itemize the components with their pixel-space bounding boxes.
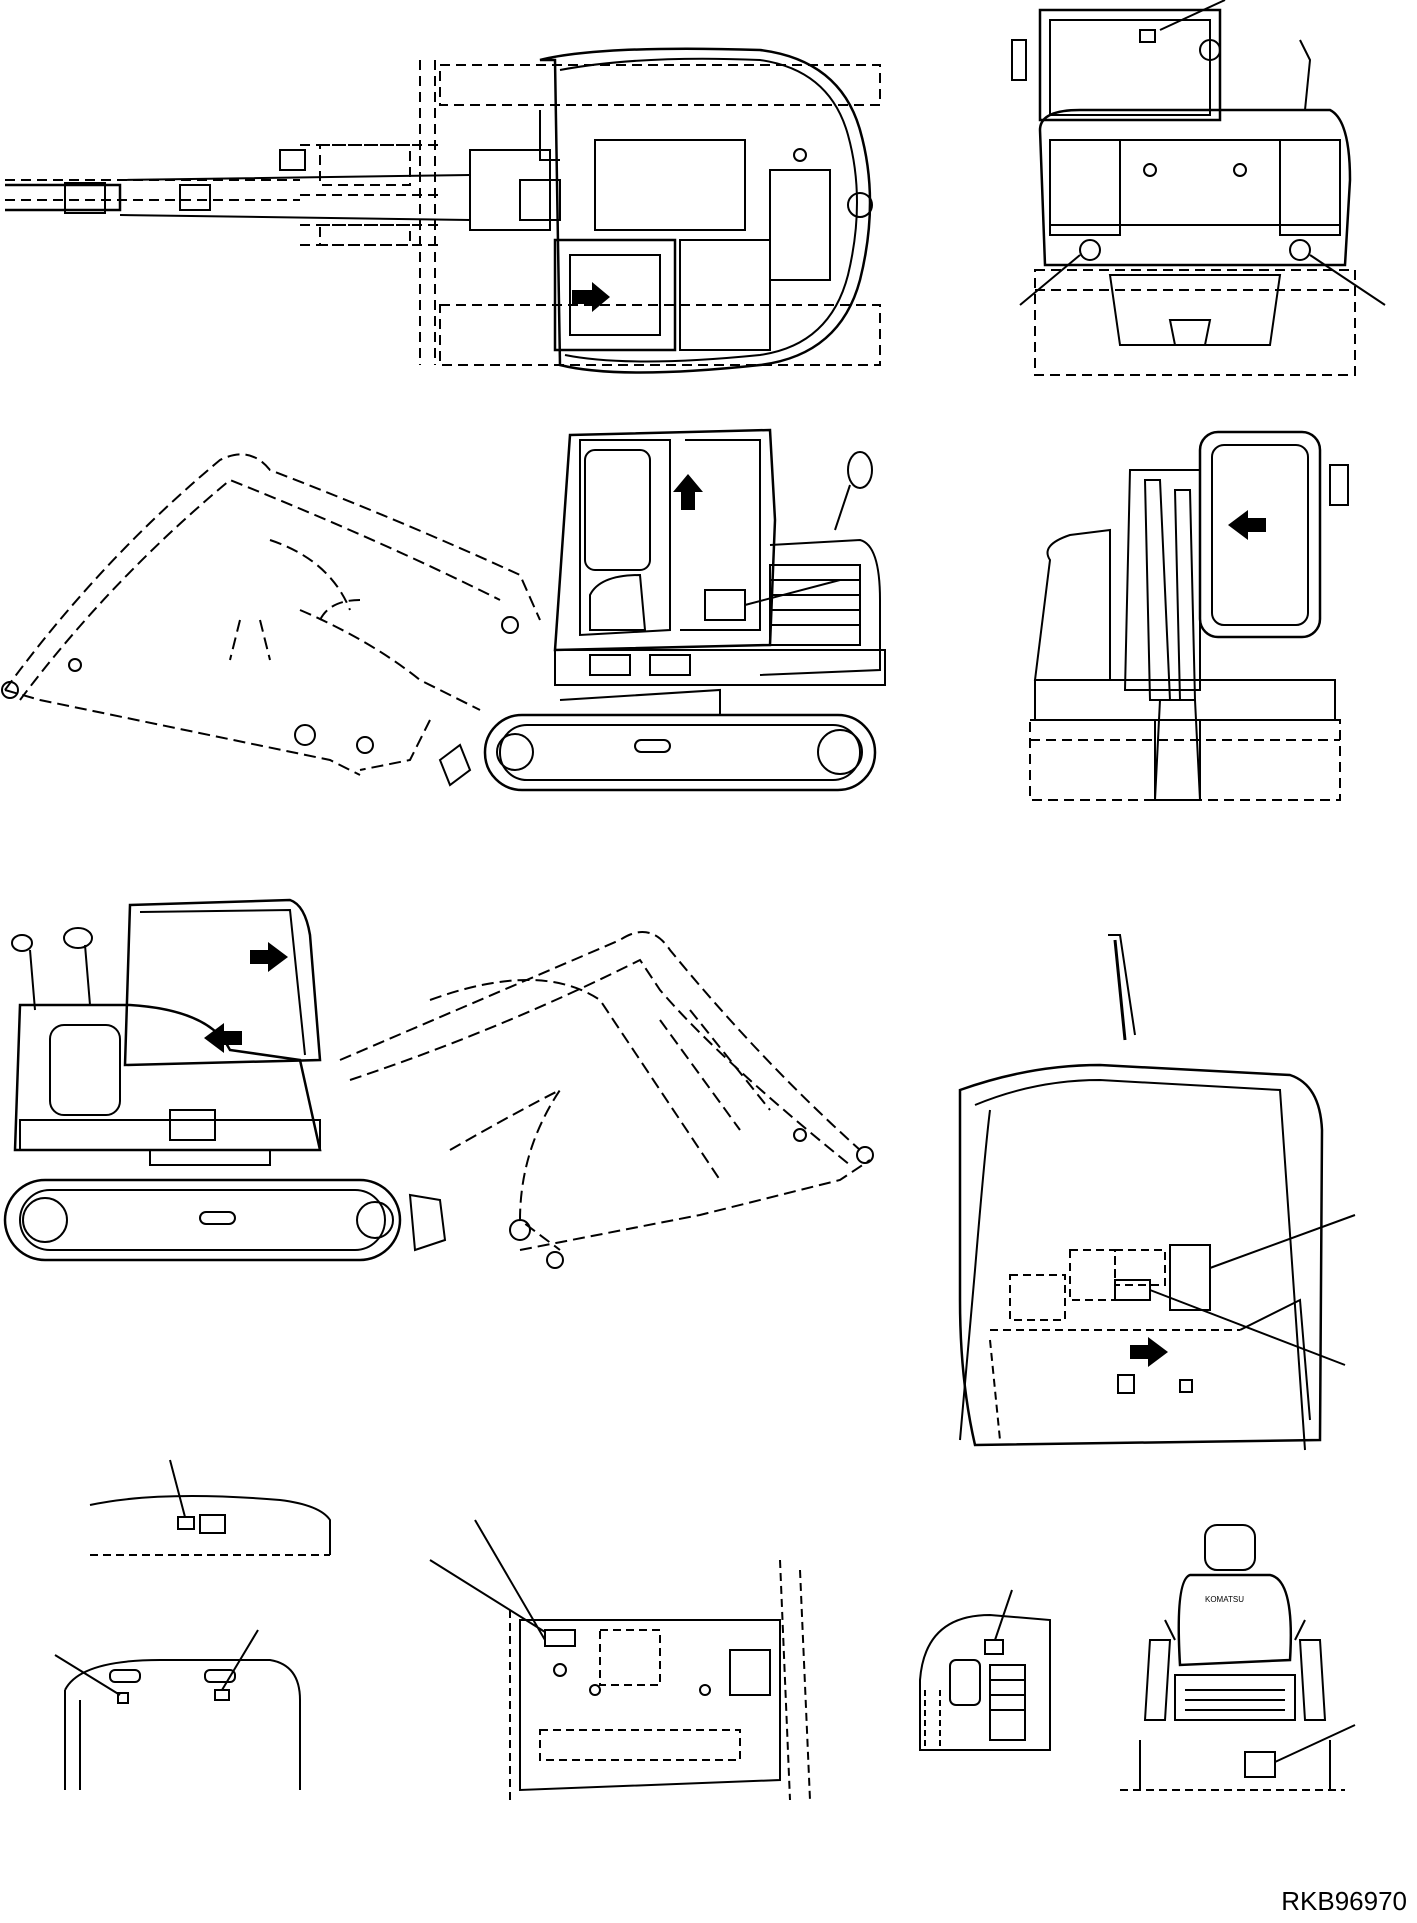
top-view [5,49,880,373]
label-arrow-icon [1228,510,1266,540]
label-arrow-icon [250,942,288,972]
front-view [1030,432,1348,800]
label-arrow-icon [673,474,703,510]
detail-roof-label [90,1460,330,1555]
detail-seat-label: KOMATSU [1120,1525,1355,1790]
detail-panel-label [430,1520,810,1800]
label-arrow-icon [572,282,610,312]
left-side-view [2,430,885,790]
cab-interior-view [960,935,1355,1450]
label-arrow-icon [1130,1337,1168,1367]
right-side-view [5,900,873,1268]
detail-control-valve-label [920,1590,1050,1750]
drawing-code: RKB96970 [1281,1886,1407,1916]
rear-view [1012,0,1385,375]
svg-text:KOMATSU: KOMATSU [1205,1595,1244,1604]
detail-dash-labels [55,1630,300,1790]
